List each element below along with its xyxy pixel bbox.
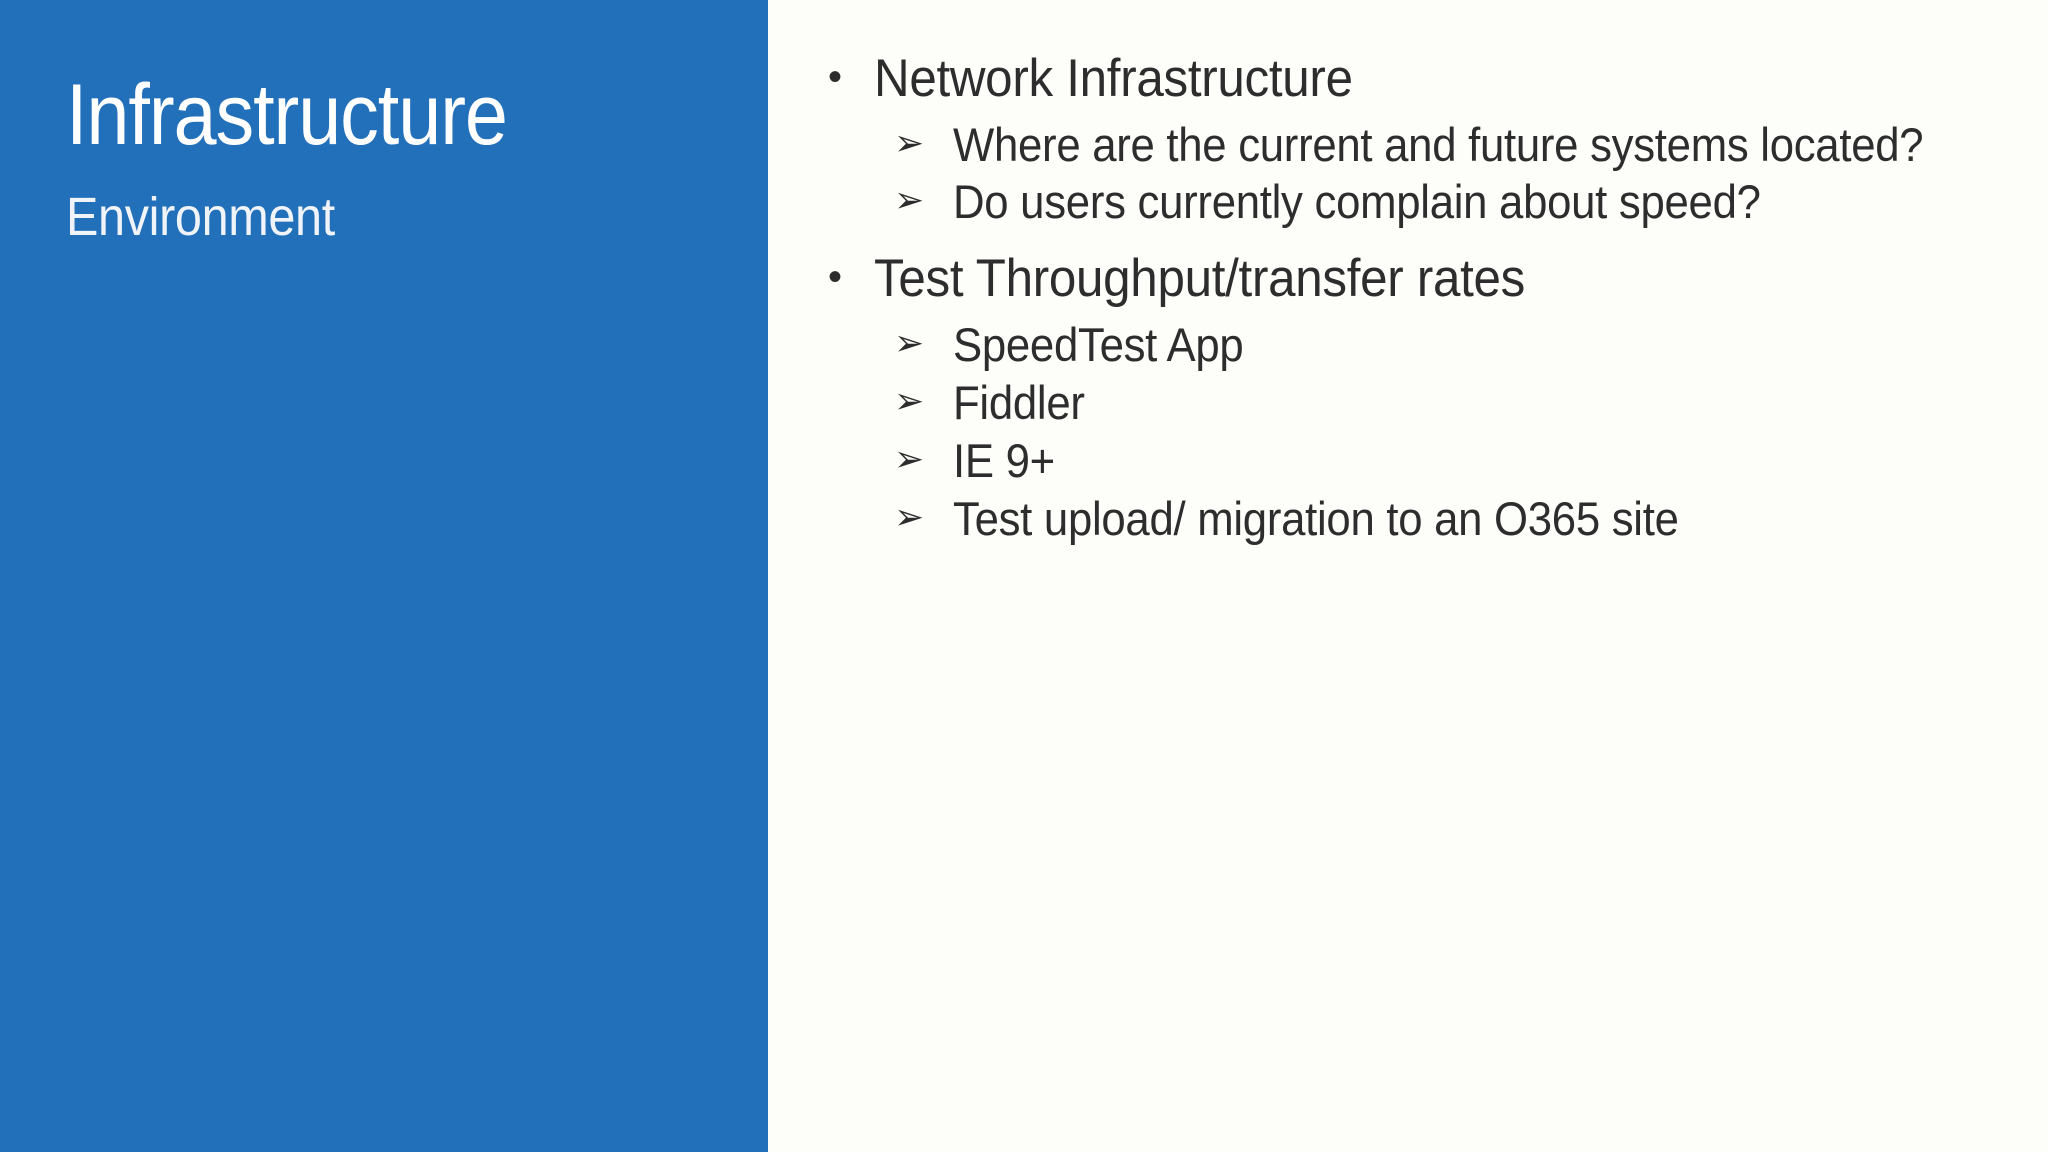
bullet-list: • Network Infrastructure ➢ Where are the… bbox=[822, 42, 2048, 549]
title-panel: Infrastructure Environment bbox=[0, 0, 768, 1152]
list-item: ➢ Where are the current and future syste… bbox=[822, 117, 2048, 173]
list-item-label: Fiddler bbox=[953, 375, 1085, 429]
list-spacer bbox=[822, 232, 2048, 242]
bullet-dot-icon: • bbox=[828, 55, 843, 99]
content-panel: • Network Infrastructure ➢ Where are the… bbox=[768, 0, 2048, 1152]
list-item-label: Test Throughput/transfer rates bbox=[874, 249, 1526, 309]
list-item-label: Network Infrastructure bbox=[874, 49, 1353, 108]
list-item: ➢ Do users currently complain about spee… bbox=[822, 174, 2048, 230]
list-item-label: Test upload/ migration to an O365 site bbox=[953, 491, 1679, 545]
list-item-label: SpeedTest App bbox=[953, 317, 1244, 371]
list-item-label: Where are the current and future systems… bbox=[953, 117, 1924, 171]
title-block: Infrastructure Environment bbox=[66, 67, 726, 247]
list-item-label: Do users currently complain about speed? bbox=[953, 175, 1761, 229]
bullet-dot-icon: • bbox=[828, 255, 843, 300]
arrow-bullet-icon: ➢ bbox=[894, 179, 925, 221]
list-item-label: IE 9+ bbox=[953, 433, 1055, 487]
list-item: ➢ SpeedTest App bbox=[822, 317, 2048, 373]
arrow-bullet-icon: ➢ bbox=[894, 321, 925, 363]
list-item: ➢ Test upload/ migration to an O365 site bbox=[822, 491, 2048, 547]
arrow-bullet-icon: ➢ bbox=[894, 437, 925, 479]
page-title: Infrastructure bbox=[66, 67, 508, 163]
list-item: ➢ IE 9+ bbox=[822, 433, 2048, 489]
list-item: • Network Infrastructure bbox=[822, 48, 2048, 111]
list-item: ➢ Fiddler bbox=[822, 375, 2048, 431]
list-item: • Test Throughput/transfer rates bbox=[822, 248, 2048, 311]
page-subtitle: Environment bbox=[66, 186, 335, 247]
arrow-bullet-icon: ➢ bbox=[894, 495, 925, 537]
arrow-bullet-icon: ➢ bbox=[894, 379, 925, 421]
arrow-bullet-icon: ➢ bbox=[894, 121, 925, 163]
